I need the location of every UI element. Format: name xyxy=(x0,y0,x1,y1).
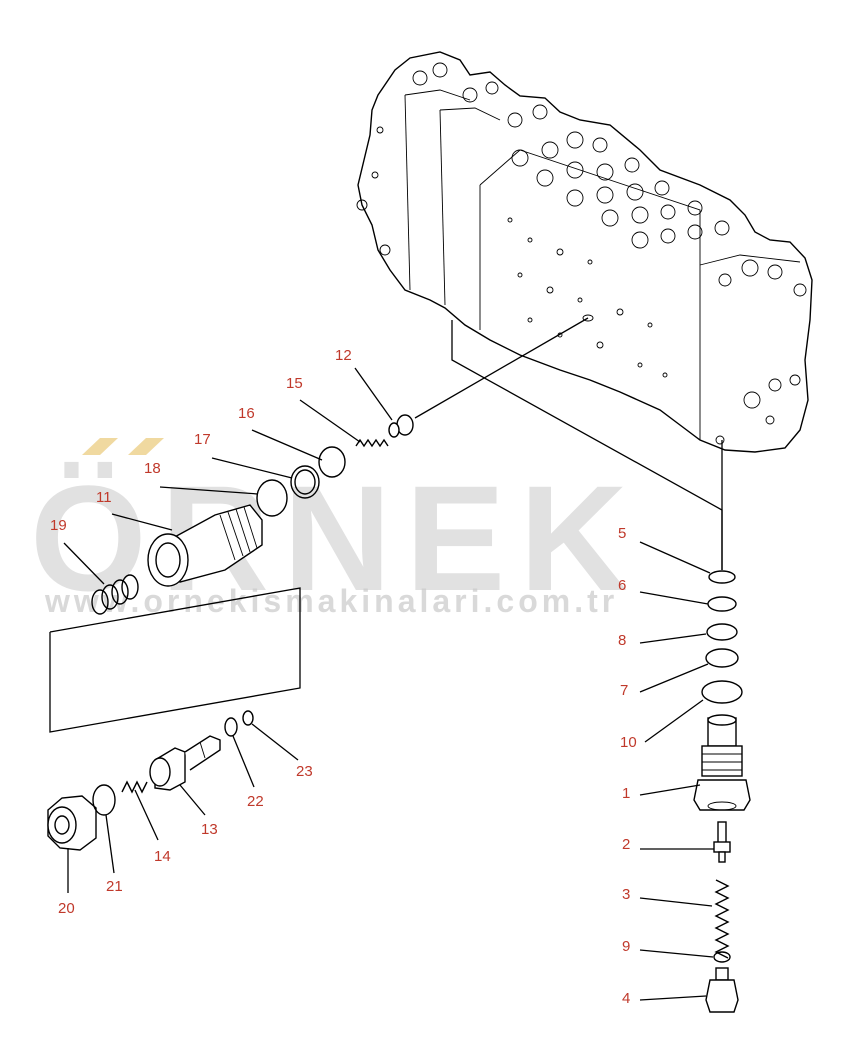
part-4-plug xyxy=(705,967,739,1013)
part-10-oring xyxy=(701,680,743,704)
callout-14: 14 xyxy=(154,848,171,865)
part-11-housing xyxy=(147,504,263,587)
part-15-spring xyxy=(355,438,389,448)
callout-5: 5 xyxy=(618,525,626,542)
callout-17: 17 xyxy=(194,431,211,448)
leader-lines xyxy=(49,317,723,733)
part-21-oring xyxy=(92,784,116,816)
callout-12: 12 xyxy=(335,347,352,364)
part-18-oring xyxy=(256,479,288,517)
callout-leaders xyxy=(63,367,714,1001)
part-16-oring xyxy=(318,446,346,478)
part-13-poppet xyxy=(149,735,221,791)
watermark-accent-right xyxy=(128,438,164,455)
callout-2: 2 xyxy=(622,836,630,853)
part-17-ring xyxy=(290,465,320,499)
callout-21: 21 xyxy=(106,878,123,895)
part-5-oring xyxy=(708,570,736,584)
part-8-ring xyxy=(706,623,738,641)
watermark-logo-text: ÖRNEK xyxy=(30,454,642,622)
callout-9: 9 xyxy=(622,938,630,955)
callout-13: 13 xyxy=(201,821,218,838)
watermark: ÖRNEK www.ornekismakinalari.com.tr xyxy=(30,438,642,622)
callout-7: 7 xyxy=(620,682,628,699)
callout-22: 22 xyxy=(247,793,264,810)
callout-4: 4 xyxy=(622,990,630,1007)
part-12-plug xyxy=(388,414,414,438)
callout-20: 20 xyxy=(58,900,75,917)
callout-labels: 12 15 16 17 18 11 19 5 6 8 7 10 1 2 3 9 … xyxy=(50,347,637,1007)
callout-16: 16 xyxy=(238,405,255,422)
watermark-url: www.ornekismakinalari.com.tr xyxy=(44,583,618,619)
part-14-spring xyxy=(121,780,148,794)
part-20-cap xyxy=(47,795,97,851)
watermark-accent-left xyxy=(82,438,118,455)
callout-3: 3 xyxy=(622,886,630,903)
part-19-spring xyxy=(91,574,139,615)
part-9-oring xyxy=(713,951,731,963)
part-1-valve-cartridge xyxy=(693,714,751,811)
callout-8: 8 xyxy=(618,632,626,649)
control-valve-block xyxy=(356,51,813,453)
callout-6: 6 xyxy=(618,577,626,594)
callout-1: 1 xyxy=(622,785,630,802)
part-3-spring xyxy=(714,879,730,959)
callout-15: 15 xyxy=(286,375,303,392)
callout-10: 10 xyxy=(620,734,637,751)
callout-23: 23 xyxy=(296,763,313,780)
callout-19: 19 xyxy=(50,517,67,534)
callout-11: 11 xyxy=(96,489,112,506)
part-7-oring xyxy=(705,648,739,668)
part-2-spool xyxy=(713,821,731,863)
part-23-oring xyxy=(242,710,254,726)
part-6-ring xyxy=(707,596,737,612)
part-22-ring xyxy=(224,717,238,737)
callout-18: 18 xyxy=(144,460,161,477)
